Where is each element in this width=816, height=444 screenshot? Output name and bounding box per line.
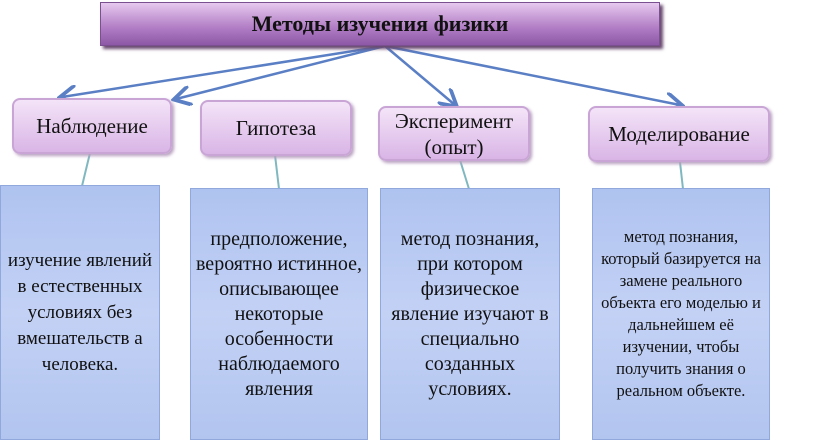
arrow-observation	[62, 44, 386, 97]
arrow-experiment	[384, 45, 455, 105]
description-observation: изучение явлений в естественных условиях…	[0, 185, 160, 440]
method-observation: Наблюдение	[12, 98, 172, 154]
description-modeling: метод познания, который базируется на за…	[592, 188, 770, 440]
description-experiment: метод познания, при котором физическое я…	[380, 188, 560, 440]
method-modeling: Моделирование	[588, 106, 770, 162]
link-modeling	[679, 161, 684, 190]
arrow-hypothesis	[176, 44, 386, 99]
arrow-modeling	[384, 44, 680, 105]
method-hypothesis: Гипотеза	[200, 100, 352, 156]
diagram-title: Методы изучения физики	[100, 2, 660, 46]
method-experiment: Эксперимент (опыт)	[378, 106, 530, 161]
link-observation	[81, 152, 91, 187]
link-hypothesis	[274, 154, 280, 190]
link-experiment	[459, 159, 470, 190]
description-hypothesis: предположение, вероятно истинное, описыв…	[190, 188, 368, 440]
